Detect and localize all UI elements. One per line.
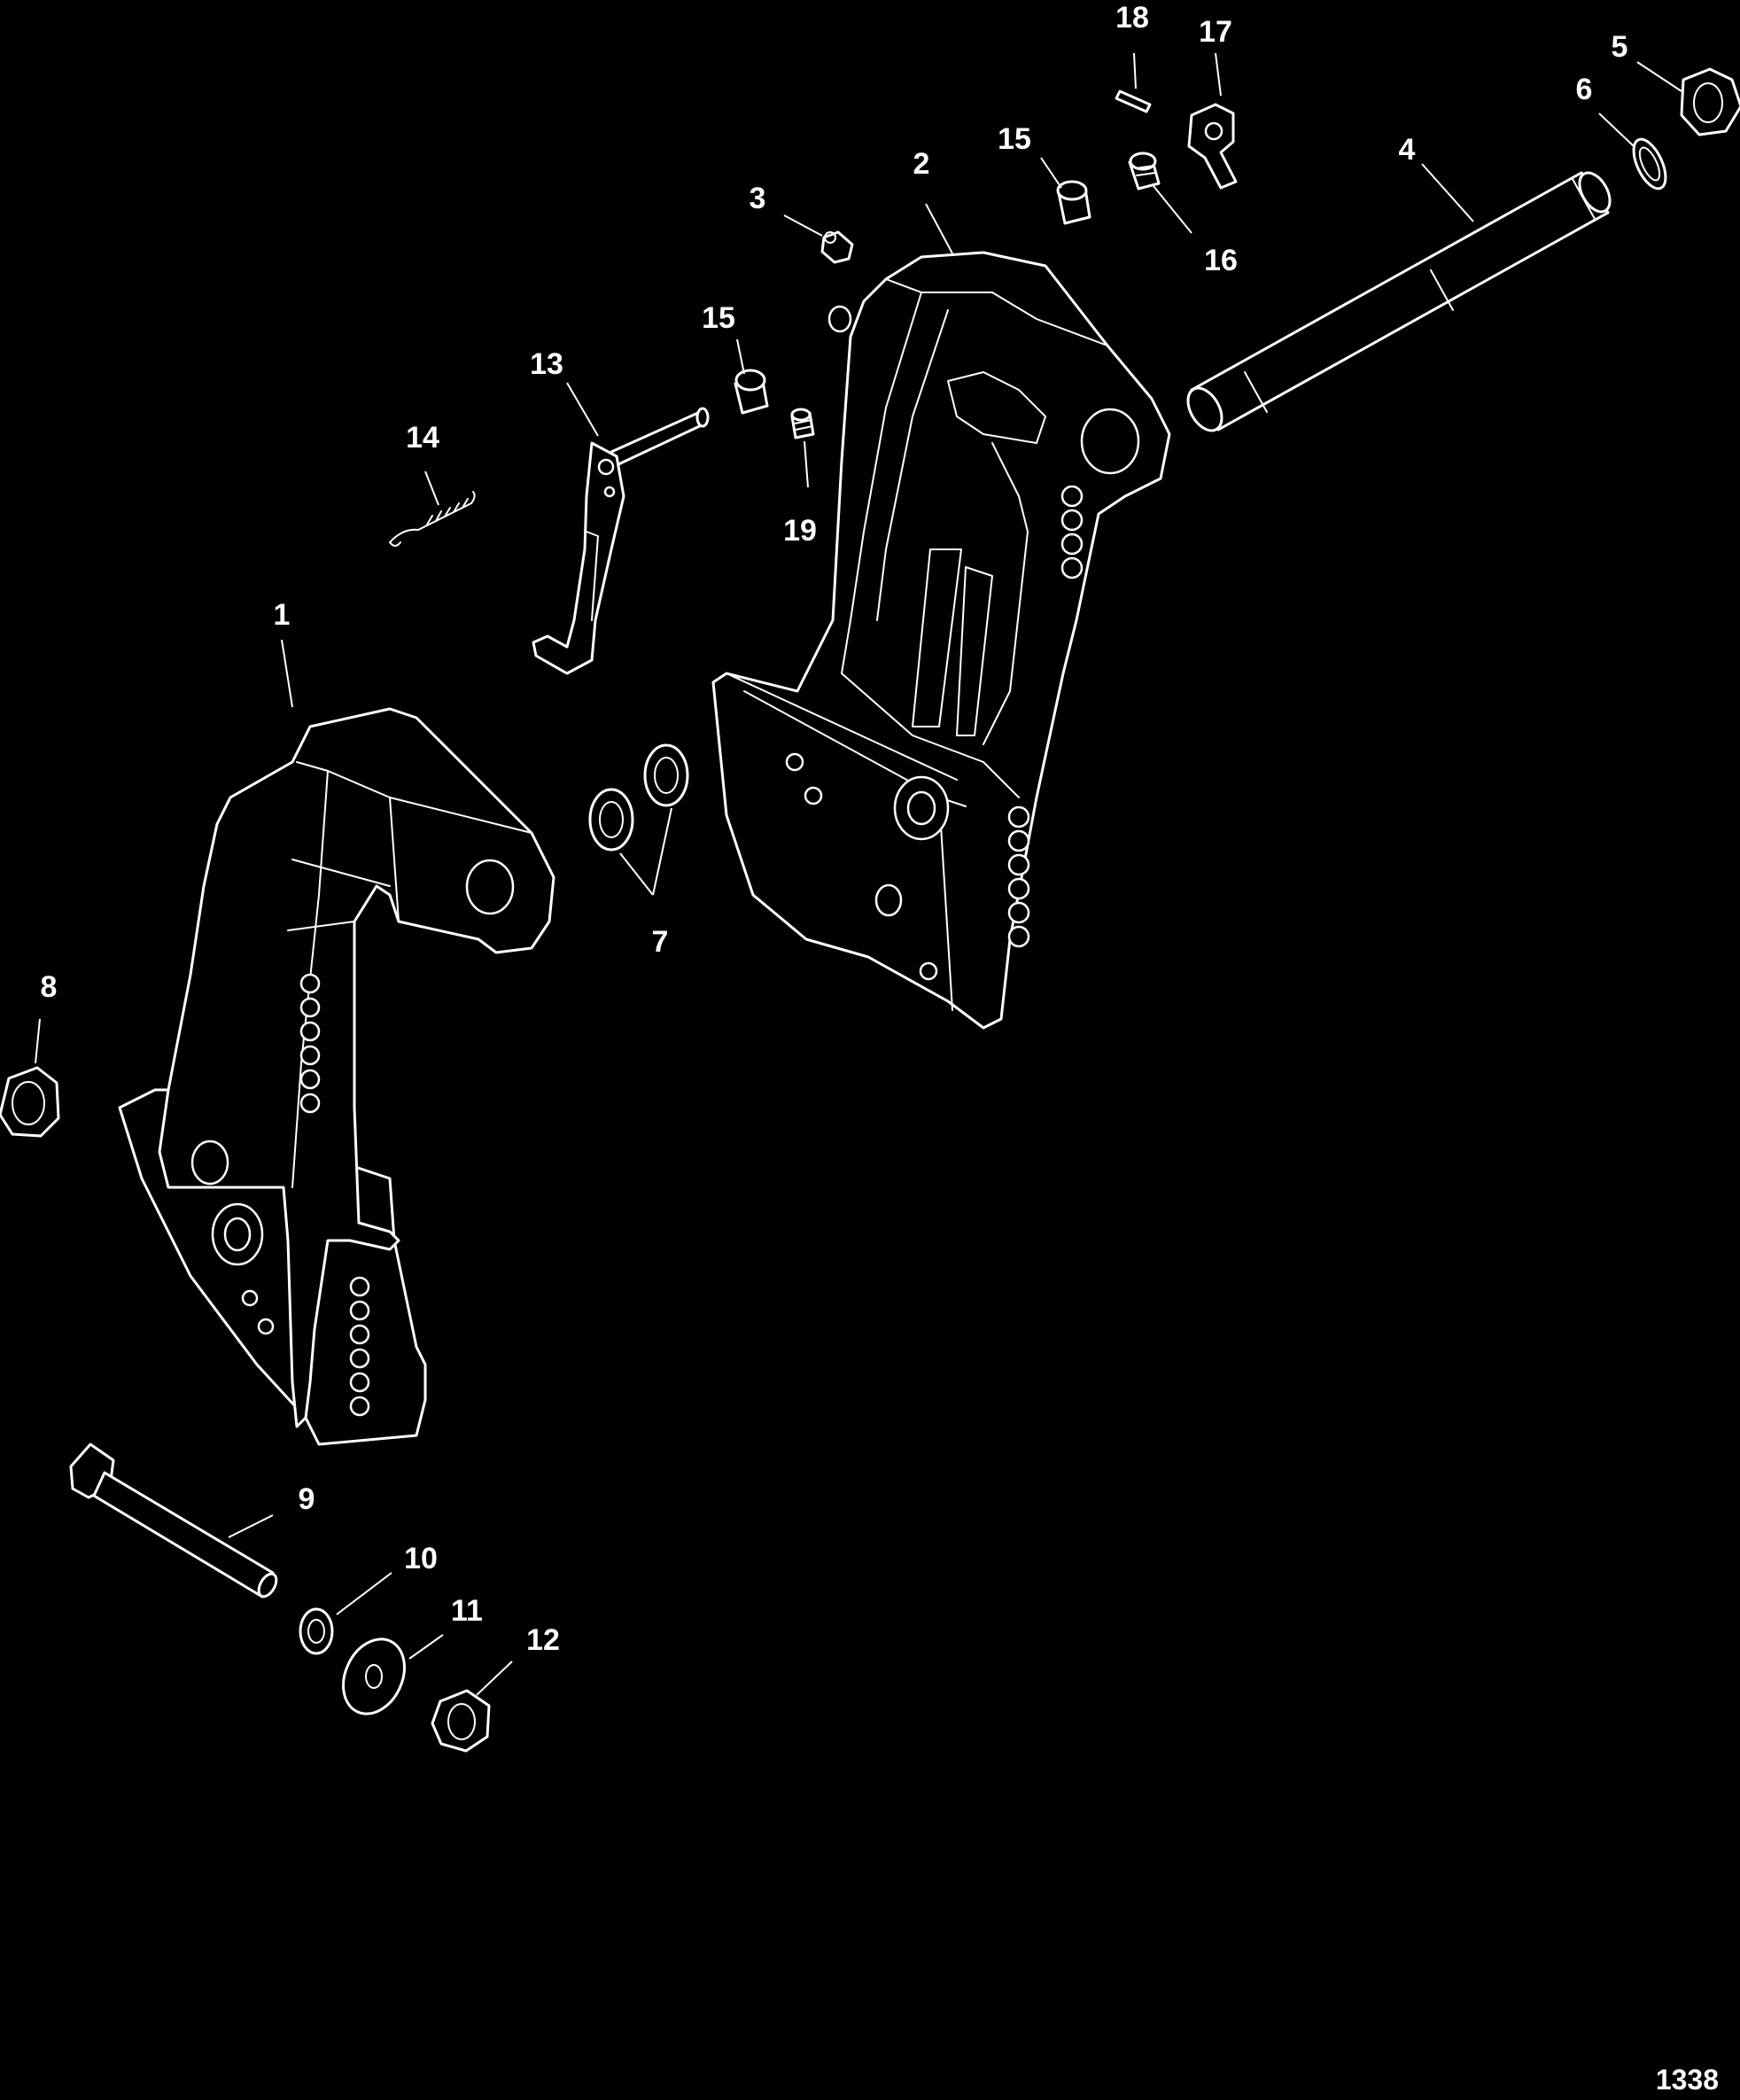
spring [389,491,476,547]
washer-upper [1632,137,1667,191]
callout-9: 9 [299,1482,315,1516]
nut-left [0,1066,60,1138]
nut-upper [1680,67,1740,136]
callout-11: 11 [451,1594,483,1628]
callout-5: 5 [1612,30,1628,64]
washer-11 [342,1637,406,1715]
washer-pair [588,743,689,852]
callout-3: 3 [750,182,766,215]
tilt-tube [1186,171,1612,432]
bolt [69,1443,278,1598]
callout-2: 2 [913,147,930,181]
callout-17: 17 [1199,15,1232,49]
washer-10 [299,1607,334,1655]
callout-15-upper: 15 [998,122,1031,156]
bushing-16 [1128,152,1161,191]
tilt-lock-lever [532,407,710,675]
callout-6: 6 [1576,73,1593,106]
callout-1: 1 [274,598,291,632]
callout-13: 13 [530,347,563,381]
set-screw [790,408,815,439]
callout-4: 4 [1399,133,1416,167]
callout-labels: 1 2 3 4 5 6 7 8 9 10 11 12 13 14 15 15 1… [41,1,1628,1657]
callout-8: 8 [41,970,58,1004]
callout-16: 16 [1204,244,1238,277]
roll-pin [1115,89,1152,113]
callout-18: 18 [1115,1,1149,35]
locknut [431,1689,491,1753]
bushing-upper [1056,180,1091,225]
callout-19: 19 [783,514,817,548]
callout-7: 7 [652,925,669,959]
figure-number: 1338 [1656,2064,1719,2096]
clamp-bracket-right [711,251,1171,1030]
clamp-bracket-left [118,707,555,1446]
callout-10: 10 [404,1542,438,1575]
leader-lines [35,52,1682,1696]
callout-15-middle: 15 [702,301,735,335]
lever-arm [1187,103,1238,190]
callout-12: 12 [526,1623,560,1657]
bushing-middle [734,369,769,415]
callout-14: 14 [406,421,439,455]
grease-fitting [820,230,854,264]
